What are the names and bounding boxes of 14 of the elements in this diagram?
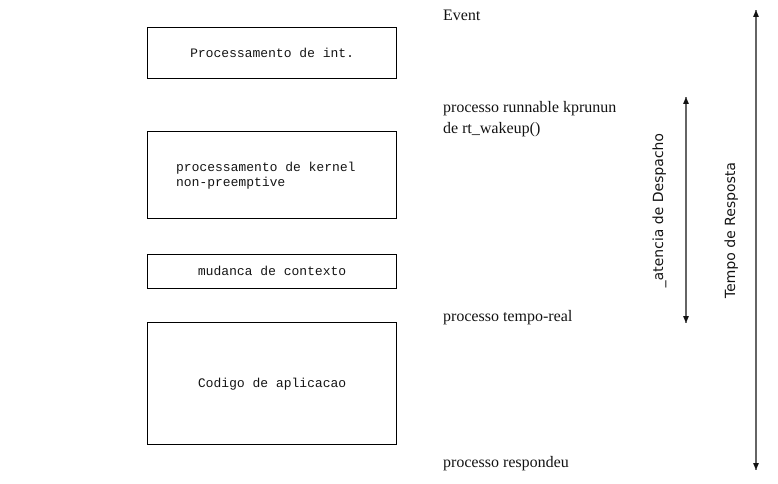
event-label: processo runnable kprunun de rt_wakeup() (443, 98, 618, 139)
interval-label: Tempo de Resposta (723, 162, 739, 298)
process-box (147, 322, 397, 445)
box-label: mudanca de contexto (198, 264, 346, 279)
box-label: Processamento de int. (190, 46, 354, 60)
process-box (147, 27, 397, 79)
interval-label: _atencia de Despacho (651, 133, 667, 288)
process-box (147, 254, 397, 289)
event-label: Event (443, 6, 480, 26)
box-label: Codigo de aplicacao (198, 376, 346, 391)
process-box (147, 131, 397, 219)
event-label: processo respondeu (443, 453, 569, 473)
box-label: processamento de kernel non-preemptive (176, 160, 356, 190)
event-label: processo tempo-real (443, 307, 572, 327)
